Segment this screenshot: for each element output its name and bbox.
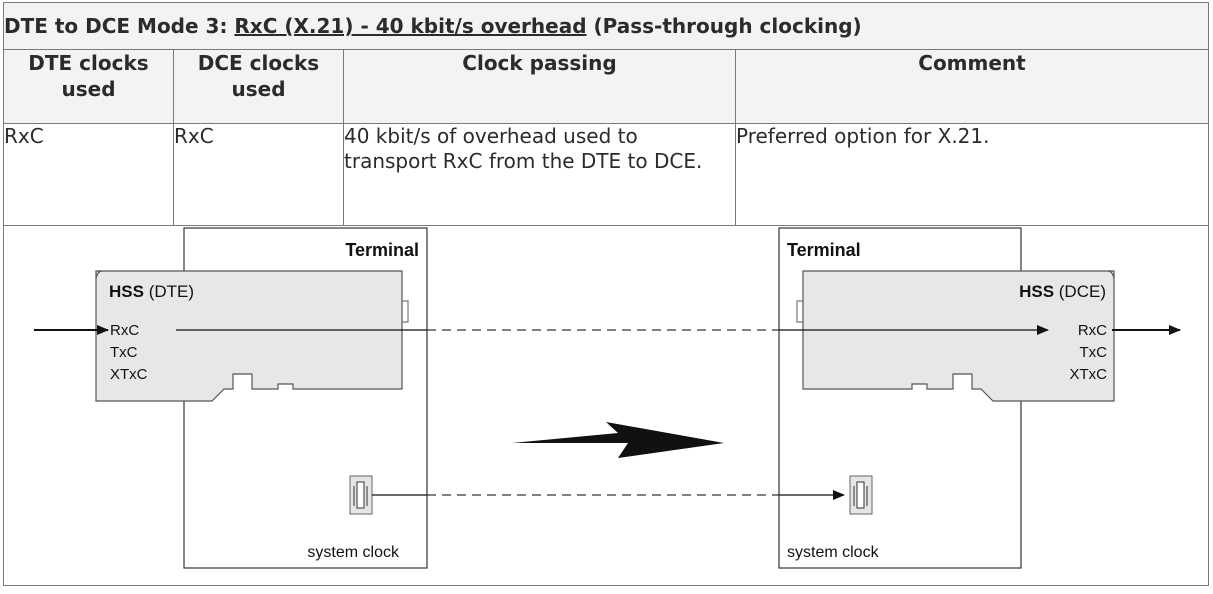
diagram-cell: Terminal HSS (DTE) RxC TxC XTxC [3,225,1209,586]
right-hss-label: HSS (DCE) [1019,282,1106,301]
table-row: RxC RxC 40 kbit/s of overhead used to tr… [3,123,1209,226]
right-oscillator-icon [849,475,873,515]
clocking-diagram: Terminal HSS (DTE) RxC TxC XTxC [34,227,1181,569]
left-terminal-label: Terminal [345,240,419,260]
header-dte-clocks: DTE clocks used [3,49,174,124]
diagram-row: Terminal HSS (DTE) RxC TxC XTxC [3,225,1209,586]
left-signal-rxc: RxC [110,322,139,339]
cell-comment: Preferred option for X.21. [735,123,1209,226]
cell-clock-passing: 40 kbit/s of overhead used to transport … [343,123,736,226]
wireless-link-icon [512,422,724,458]
left-hss-label: HSS (DTE) [109,282,194,301]
left-hss-card [95,270,403,402]
left-system-clock-label: system clock [307,544,400,561]
left-signal-txc: TxC [110,344,138,361]
right-system-clock-label: system clock [787,544,880,561]
left-card-connector [402,300,409,323]
right-signal-txc: TxC [1080,344,1108,361]
cell-dce-clocks: RxC [173,123,344,226]
right-terminal-label: Terminal [787,240,861,260]
header-dce-clocks: DCE clocks used [173,49,344,124]
left-terminal: Terminal HSS (DTE) RxC TxC XTxC [95,227,428,569]
title-link[interactable]: RxC (X.21) - 40 kbit/s overhead [234,14,587,38]
header-comment: Comment [735,49,1209,124]
header-row: DTE clocks used DCE clocks used Clock pa… [3,49,1209,124]
right-signal-rxc: RxC [1078,322,1107,339]
left-oscillator-icon [349,475,373,515]
title-suffix: (Pass-through clocking) [586,14,862,38]
table-title: DTE to DCE Mode 3: RxC (X.21) - 40 kbit/… [3,2,1209,50]
cell-dte-clocks: RxC [3,123,174,226]
table-title-row: DTE to DCE Mode 3: RxC (X.21) - 40 kbit/… [3,2,1209,50]
mode-3-spec: DTE to DCE Mode 3: RxC (X.21) - 40 kbit/… [3,2,1209,586]
right-terminal: Terminal HSS (DCE) RxC TxC XTxC [778,227,1115,569]
right-card-connector [796,300,803,323]
right-hss-card [802,270,1115,402]
clocking-table: DTE to DCE Mode 3: RxC (X.21) - 40 kbit/… [3,2,1209,586]
header-clock-passing: Clock passing [343,49,736,124]
right-signal-xtxc: XTxC [1070,366,1108,383]
title-prefix: DTE to DCE Mode 3: [4,14,235,38]
left-signal-xtxc: XTxC [110,366,148,383]
